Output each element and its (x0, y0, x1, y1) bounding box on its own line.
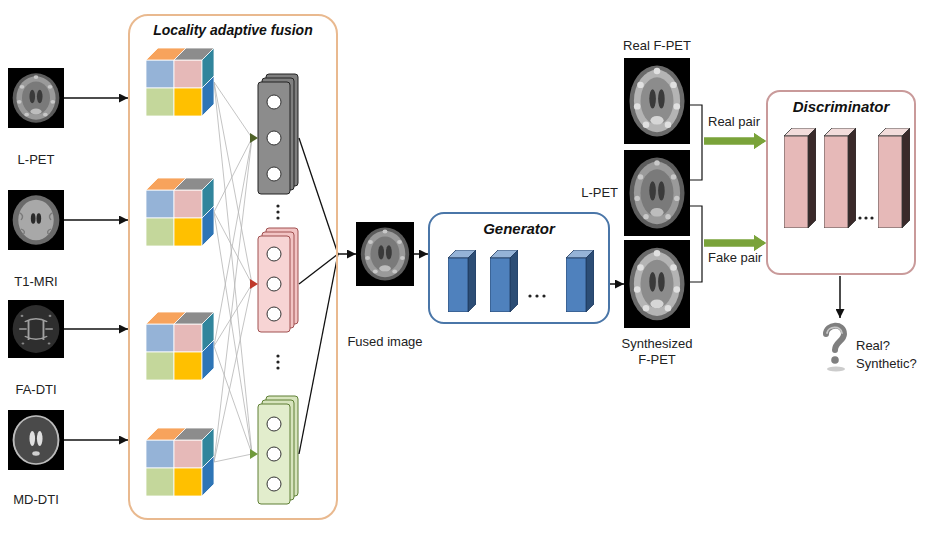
image-label: Real F-PET (623, 38, 691, 53)
label-holder: Fused image (335, 334, 435, 350)
image-panel: L-PET (624, 150, 690, 236)
connector (690, 235, 766, 282)
module-box: Discriminator (766, 90, 916, 275)
label-holder: Real? (856, 338, 890, 354)
image-panel: FA-DTI (8, 300, 64, 358)
label-holder: L-PET (4, 152, 68, 168)
pair-arrow (704, 133, 766, 149)
brain-image (624, 58, 690, 144)
image-label: L-PET (581, 185, 618, 200)
connector (338, 254, 356, 255)
connector (64, 220, 128, 221)
module-box: Locality adaptive fusion (128, 14, 338, 520)
brain-image (356, 222, 414, 286)
fusion-weights (214, 82, 252, 462)
flow-arrow (64, 219, 128, 221)
annotation-label: Synthetic? (856, 356, 917, 371)
generator-layers (448, 250, 594, 312)
label-holder: Real F-PET (602, 38, 712, 54)
flow-arrow (414, 253, 428, 255)
label-holder: Synthesized F-PET (615, 336, 699, 368)
pair-arrow (704, 235, 766, 251)
connector (610, 284, 624, 285)
image-label: FA-DTI (15, 382, 56, 397)
flow-arrow (64, 328, 128, 330)
pair-bracket (690, 141, 702, 180)
image-panel: T1-MRI (8, 190, 64, 250)
box-title: Locality adaptive fusion (130, 16, 336, 38)
ellipsis-dots (276, 204, 873, 369)
brain-image (624, 240, 690, 328)
pair-arrow (704, 235, 766, 251)
feature-stack (250, 396, 298, 504)
pair-arrow (704, 133, 766, 149)
flow-arrow (338, 253, 356, 255)
connector (64, 329, 128, 330)
image-label: T1-MRI (14, 274, 57, 289)
flow-arrow (610, 283, 624, 285)
brain-image (8, 68, 64, 128)
box-title: Generator (430, 214, 608, 237)
feature-stack (250, 74, 298, 194)
image-panel: Fused image (356, 222, 414, 286)
brain-image (8, 300, 64, 358)
label-holder: Real pair (708, 114, 760, 130)
question-icon (826, 326, 845, 372)
cubes (146, 48, 214, 496)
brain-images (8, 58, 690, 470)
annotation-label: Real? (856, 338, 890, 353)
fusion-output-lines (299, 138, 338, 454)
image-panel: Synthesized F-PET (624, 240, 690, 328)
connector (690, 133, 766, 180)
image-label: Synthesized F-PET (622, 336, 693, 367)
image-panel: L-PET (8, 68, 64, 128)
image-panel: Real F-PET (624, 58, 690, 144)
flow-arrow (64, 97, 128, 99)
box-title: Discriminator (768, 92, 914, 115)
annotation-label: Real pair (708, 114, 760, 129)
label-holder: MD-DTI (4, 492, 68, 508)
image-label: Fused image (347, 334, 422, 349)
label-holder: FA-DTI (4, 382, 68, 398)
feature-stack (250, 228, 298, 332)
output-arrow (839, 276, 841, 318)
pair-bracket (690, 105, 702, 141)
annotation-label: Fake pair (708, 250, 762, 265)
label-holder: T1-MRI (4, 274, 68, 290)
brain-image (624, 150, 690, 236)
label-holder: Synthetic? (856, 356, 917, 372)
image-label: MD-DTI (13, 492, 59, 507)
label-holder: Fake pair (708, 250, 762, 266)
discriminator-layers (784, 128, 910, 228)
pair-bracket (690, 206, 702, 243)
label-holder: L-PET (581, 185, 618, 201)
image-panel: MD-DTI (8, 410, 64, 470)
pair-bracket (690, 243, 702, 282)
flow-arrow (64, 439, 128, 441)
connector (414, 254, 428, 255)
module-box: Generator (428, 212, 610, 324)
connector (64, 440, 128, 441)
image-label: L-PET (18, 152, 55, 167)
connector (64, 98, 128, 99)
brain-image (8, 190, 64, 250)
brain-image (8, 410, 64, 470)
